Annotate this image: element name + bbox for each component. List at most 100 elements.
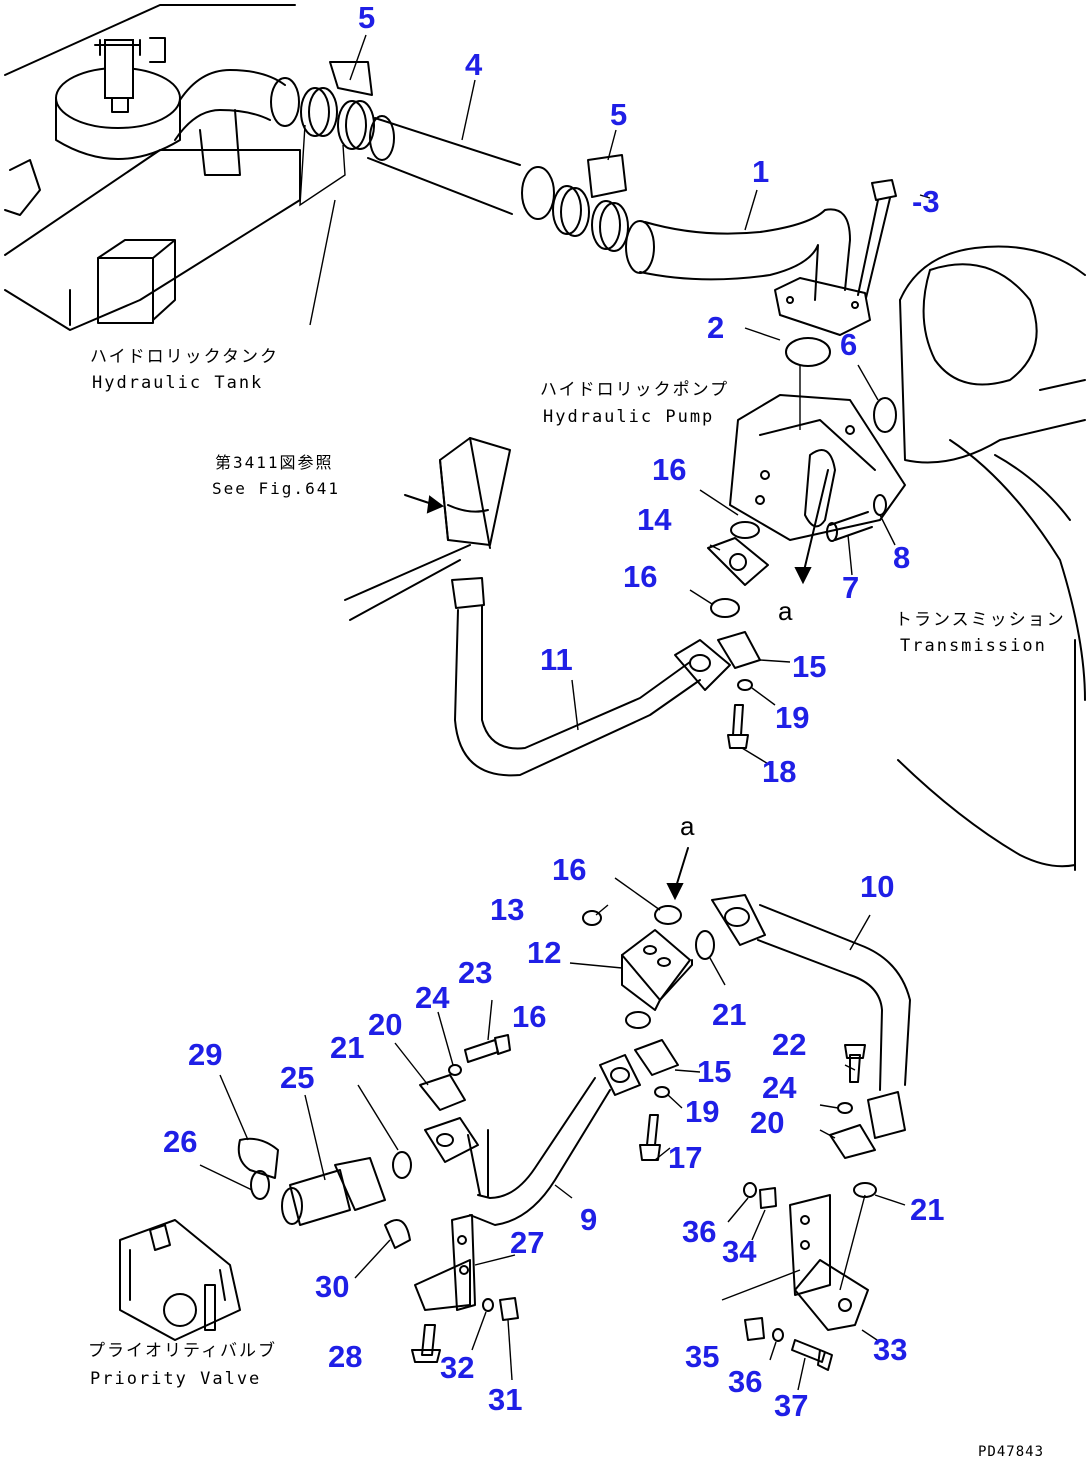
leader-29: [219, 1074, 249, 1141]
leader-23: [487, 999, 493, 1041]
callout-3: -3: [912, 184, 940, 219]
transmission: [897, 245, 1086, 871]
leader-21a: [709, 957, 726, 986]
callout-36a: 36: [682, 1214, 716, 1249]
valve-caption-en: Priority Valve: [90, 1369, 261, 1389]
split-flange-15a: [717, 631, 761, 669]
callout-25: 25: [280, 1060, 314, 1095]
bolt-23: [464, 1034, 511, 1063]
tank-caption-jp: ハイドロリックタンク: [90, 347, 279, 367]
flange-plate-14: [707, 537, 769, 586]
o-ring-16b: [710, 598, 740, 618]
leader-16a: [699, 489, 739, 516]
mark-a-top: a: [778, 596, 793, 626]
split-flange-15b: [634, 1039, 679, 1076]
callout-34: 34: [722, 1234, 757, 1269]
leader-37: [797, 1357, 806, 1391]
bolt-18: [727, 704, 749, 749]
callout-26: 26: [163, 1124, 197, 1159]
callout-2: 2: [707, 310, 724, 345]
callout-11: 11: [540, 642, 573, 677]
adapter-25: [281, 1157, 386, 1226]
callout-28: 28: [328, 1339, 362, 1374]
washer-36a: [743, 1182, 757, 1198]
callout-20b: 20: [750, 1105, 784, 1140]
leader-19a: [751, 687, 776, 706]
bolt-22: [844, 1044, 866, 1083]
tank-bracket: [299, 124, 346, 207]
leader-2: [744, 327, 781, 341]
leader-34: [751, 1209, 766, 1241]
leader-8: [879, 514, 896, 546]
leader-3: [919, 194, 931, 199]
leader-20a: [394, 1042, 429, 1086]
callout-36b: 36: [728, 1364, 762, 1399]
callout-27: 27: [510, 1225, 544, 1260]
valve-caption-jp: プライオリティバルブ: [88, 1340, 277, 1361]
leader-18: [741, 747, 771, 766]
nut-31: [499, 1297, 519, 1321]
callout-14: 14: [637, 502, 672, 537]
callout-1: 1: [752, 154, 769, 189]
callout-16c: 16: [552, 852, 586, 887]
leader-30: [354, 1239, 391, 1279]
leader-5b: [607, 129, 617, 161]
callout-10: 10: [860, 869, 894, 904]
transmission-caption-jp: トランスミッション: [895, 610, 1066, 630]
drawing-code: PD47843: [978, 1444, 1044, 1460]
o-ring-21b: [392, 1151, 412, 1179]
callout-21b: 21: [330, 1030, 364, 1065]
bolt-7: [826, 511, 873, 542]
leader-25: [304, 1094, 326, 1181]
leader-5a: [349, 34, 367, 81]
callout-23: 23: [458, 955, 492, 990]
callout-16a: 16: [652, 452, 686, 487]
callout-20a: 20: [368, 1007, 402, 1042]
leader-27: [474, 1254, 516, 1266]
callout-24b: 24: [762, 1070, 797, 1105]
leader-1: [744, 189, 758, 231]
washer-19a: [737, 679, 753, 691]
hydraulic-tank: [4, 4, 301, 331]
callout-13: 13: [490, 892, 524, 927]
o-ring-26: [250, 1170, 270, 1200]
mark-a-bottom: a: [680, 811, 695, 841]
leader-33: [861, 1329, 881, 1343]
leader-24b: [819, 1104, 839, 1109]
leader-33-diag: [721, 1269, 801, 1301]
block-12: [621, 929, 693, 1011]
callout-8: 8: [893, 540, 910, 575]
leader-21c: [839, 1194, 906, 1291]
nut-35: [744, 1317, 765, 1341]
transmission-caption-en: Transmission: [900, 636, 1047, 656]
priority-valve: [119, 1219, 241, 1341]
callout-5a: 5: [358, 0, 375, 35]
washer-24a: [448, 1064, 462, 1076]
pump-caption-jp: ハイドロリックポンプ: [540, 380, 729, 400]
hose-clamp-5a: [300, 61, 375, 150]
o-ring-21c: [853, 1182, 877, 1198]
arrow-a-up: [802, 469, 829, 576]
hose-9: [424, 1054, 641, 1226]
callout-35: 35: [685, 1339, 719, 1374]
bolt-3: [857, 179, 897, 299]
callout-32: 32: [440, 1350, 474, 1385]
callout-6: 6: [840, 327, 857, 362]
washer-36b: [772, 1328, 784, 1342]
leader-36a: [727, 1197, 749, 1223]
hose-4: [367, 115, 555, 220]
leader-24a: [437, 1011, 454, 1066]
callout-24a: 24: [415, 980, 450, 1015]
callout-15b: 15: [697, 1054, 731, 1089]
leader-20b: [819, 1129, 836, 1139]
washer-32: [482, 1298, 494, 1312]
tank-leader: [309, 199, 336, 326]
o-ring-21a: [695, 930, 715, 960]
leader-9: [554, 1184, 573, 1199]
leader-19b: [667, 1094, 683, 1109]
suction-tube-1: [625, 208, 871, 336]
o-ring-2: [785, 337, 831, 367]
callout-16b: 16: [623, 559, 657, 594]
callout-7: 7: [842, 570, 859, 605]
callout-33: 33: [873, 1332, 907, 1367]
